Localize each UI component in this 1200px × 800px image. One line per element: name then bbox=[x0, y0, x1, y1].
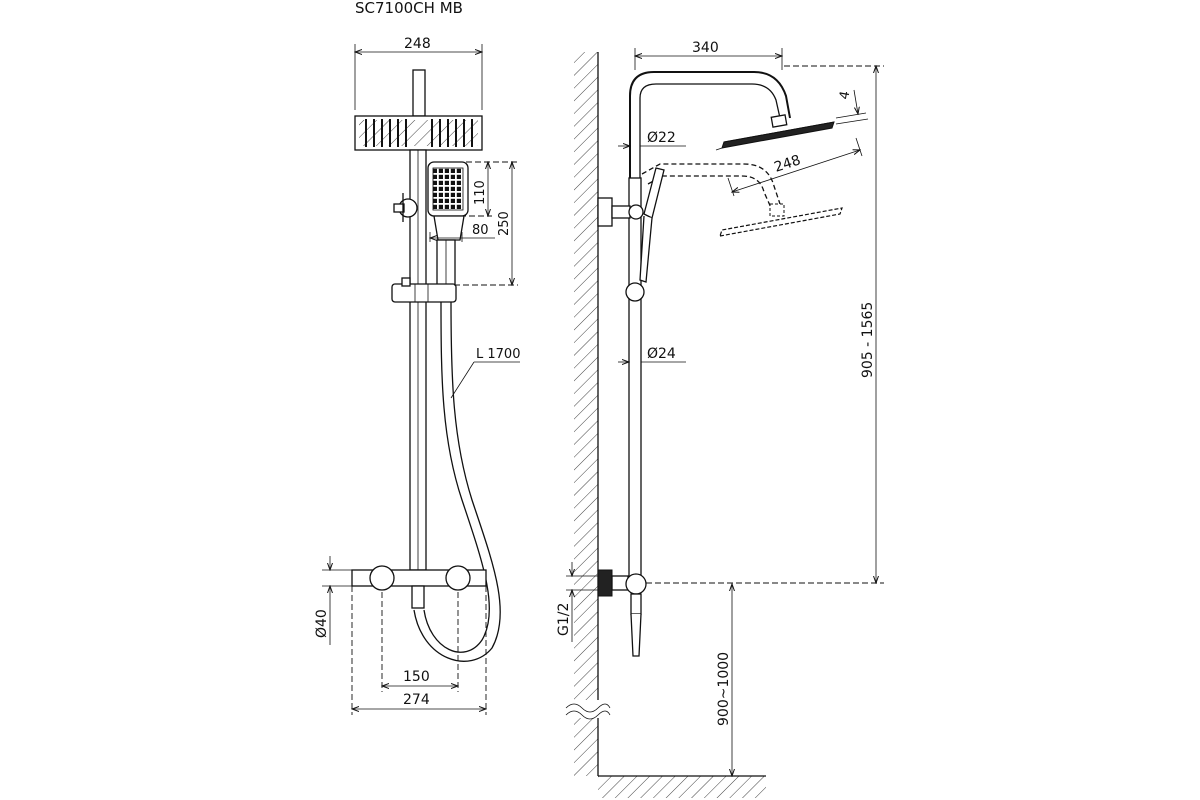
wall-bracket-upper bbox=[597, 197, 644, 227]
dim-label-4: 4 bbox=[837, 90, 853, 101]
dim-label-hose: L 1700 bbox=[476, 347, 520, 362]
hand-shower-front bbox=[427, 161, 469, 286]
side-view: 340 4 Ø22 248 Ø24 bbox=[556, 40, 884, 798]
overhead-shower-side-lower bbox=[641, 163, 843, 237]
hose-length-leader: L 1700 bbox=[450, 347, 520, 399]
shower-arm-side bbox=[629, 71, 791, 178]
dim-label-80: 80 bbox=[472, 223, 489, 238]
dimension-upper-pipe: Ø22 bbox=[618, 130, 686, 146]
dim-label-340: 340 bbox=[692, 40, 719, 56]
overhead-shower-side-upper bbox=[715, 114, 835, 151]
dimension-height-range: 905 - 1565 bbox=[646, 66, 884, 583]
dim-label-248-front: 248 bbox=[404, 36, 431, 52]
thermostatic-mixer-front bbox=[351, 565, 487, 609]
dimension-thread: G1/2 bbox=[556, 562, 598, 642]
dimension-arm-reach: 340 bbox=[635, 40, 782, 70]
dim-label-22: Ø22 bbox=[647, 130, 676, 146]
upper-rod bbox=[412, 69, 426, 117]
dimension-head-thickness: 4 bbox=[835, 89, 869, 125]
lower-rod-side bbox=[628, 177, 642, 579]
dim-label-thread: G1/2 bbox=[556, 603, 572, 636]
dimension-head-width: 248 bbox=[355, 36, 482, 110]
dimension-mixer-bottom: 150 274 bbox=[352, 586, 486, 715]
slide-holder-side bbox=[625, 282, 645, 302]
dimension-mixer-diameter: Ø40 bbox=[314, 556, 352, 645]
dim-label-274: 274 bbox=[403, 692, 430, 708]
slide-holder bbox=[391, 277, 457, 303]
dim-label-110: 110 bbox=[473, 180, 488, 205]
dimension-floor-height: 900~1000 bbox=[716, 584, 732, 776]
shower-hose bbox=[423, 301, 491, 653]
dim-label-250: 250 bbox=[497, 211, 512, 236]
dimension-head-alt: 248 bbox=[727, 137, 863, 197]
dim-label-248-side: 248 bbox=[772, 152, 802, 175]
dim-label-24: Ø24 bbox=[647, 346, 676, 362]
dim-label-floor: 900~1000 bbox=[716, 652, 732, 726]
front-view: 248 110 80 250 L 1700 Ø40 bbox=[314, 36, 520, 715]
wall-section bbox=[565, 52, 766, 798]
dim-label-150: 150 bbox=[403, 669, 430, 685]
dim-label-height: 905 - 1565 bbox=[860, 302, 876, 378]
drawing-title: SC7100CH MB bbox=[355, 0, 463, 17]
dimension-lower-pipe: Ø24 bbox=[618, 346, 686, 362]
hand-shower-side bbox=[639, 167, 665, 283]
diverter-knob bbox=[393, 193, 418, 222]
overhead-shower-front bbox=[354, 115, 483, 151]
dimension-hand-shower: 110 80 250 bbox=[430, 162, 518, 285]
dim-label-40: Ø40 bbox=[314, 609, 330, 638]
mixer-side bbox=[597, 569, 647, 657]
